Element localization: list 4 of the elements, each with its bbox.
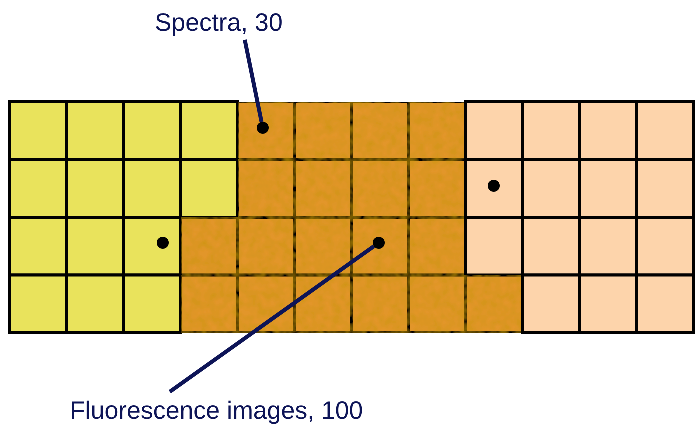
leader-line <box>243 40 264 123</box>
callout-label: Spectra, 30 <box>155 8 283 38</box>
leader-line <box>168 244 376 394</box>
callout-label: Fluorescence images, 100 <box>70 396 364 426</box>
